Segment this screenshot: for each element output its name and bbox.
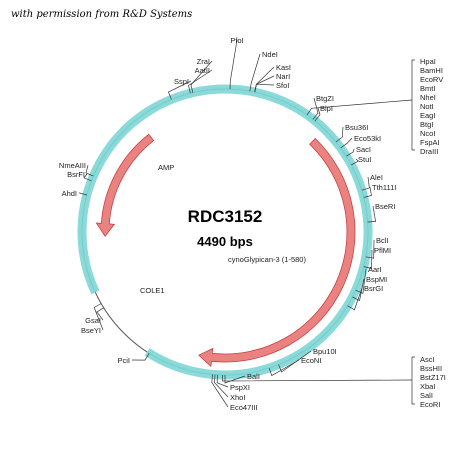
- site-label-saci: SacI: [356, 145, 371, 154]
- site-label-ahdi: AhdI: [62, 189, 77, 198]
- site-label-bali: BalI: [247, 372, 260, 381]
- site-label-ndei: NdeI: [262, 50, 278, 59]
- cole1-feature-band: [77, 84, 373, 380]
- site-label-btgi: BtgI: [420, 120, 433, 129]
- credit-text: with permission from R&D Systems: [11, 9, 193, 20]
- site-label-tth111i: Tth111I: [372, 183, 396, 192]
- site-leader-ahdi: [78, 192, 87, 196]
- site-label-xhoi: XhoI: [230, 393, 245, 402]
- site-label-econi: EcoNI: [301, 356, 321, 365]
- site-label-bsrfi: BsrFI: [67, 170, 85, 179]
- site-label-bseyi: BseYI: [81, 326, 101, 335]
- site-leader-aatii: [188, 69, 213, 94]
- site-leader-bspmi: [352, 278, 365, 302]
- site-leader-bseri: [367, 205, 377, 223]
- site-leader-ndei: [249, 53, 261, 92]
- site-label-ncoi: NcoI: [420, 129, 435, 138]
- site-leader-nmeaiii: [85, 164, 94, 177]
- mcs-bottom-leader: [222, 374, 413, 382]
- plasmid-size: 4490 bps: [197, 234, 253, 249]
- site-leader-tth111i: [363, 186, 372, 198]
- site-leader-bali: [224, 375, 246, 384]
- plasmid-name: RDC3152: [188, 207, 263, 226]
- site-leader-bsrfi: [83, 173, 92, 182]
- site-label-bstz17i: BstZ17I: [420, 373, 446, 382]
- site-label-eagi: EagI: [420, 111, 435, 120]
- site-label-alei: AleI: [370, 173, 383, 182]
- site-label-kasi: KasI: [276, 63, 291, 72]
- site-label-bsrgi: BsrGI: [364, 284, 383, 293]
- site-leader-blpi: [314, 107, 321, 122]
- site-leader-sspi: [167, 80, 192, 100]
- site-label-bsu36i: Bsu36I: [345, 123, 368, 132]
- site-label-asci: AscI: [420, 355, 435, 364]
- mcs-top-bracket: [411, 59, 415, 151]
- site-leader-saci: [346, 148, 355, 157]
- site-label-hpai: HpaI: [420, 57, 436, 66]
- site-leader-alei: [361, 176, 370, 191]
- site-label-bcli: BclI: [376, 236, 389, 245]
- site-leader-zrai: [190, 60, 213, 93]
- site-label-btgzi: BtgZI: [316, 94, 334, 103]
- site-label-pspxi: PspXI: [230, 383, 250, 392]
- site-leader-sfoi: [254, 83, 275, 93]
- site-label-nhei: NheI: [420, 93, 436, 102]
- site-leader-stui: [351, 158, 359, 166]
- site-leader-bpu10i: [278, 350, 312, 373]
- site-label-sfoi: SfoI: [276, 81, 289, 90]
- site-label-sali: SalI: [420, 391, 433, 400]
- site-leader-pfoi: [229, 39, 238, 90]
- site-leader-bsrgi: [347, 287, 363, 311]
- site-leader-bcli: [365, 239, 375, 259]
- site-label-bseri: BseRI: [375, 202, 395, 211]
- site-label-noti: NotI: [420, 102, 434, 111]
- site-leader-pspxi: [216, 374, 229, 388]
- site-label-sspi: SspI: [174, 77, 189, 86]
- amp-feature-arrow: [95, 133, 155, 237]
- site-label-xbai: XbaI: [420, 382, 435, 391]
- mcs-top-leader: [306, 99, 413, 116]
- site-leader-btgzi: [312, 97, 319, 120]
- cynoglypican-label: cynoGlypican-3 (1-580): [228, 255, 306, 264]
- site-leader-eco53ki: [340, 137, 353, 149]
- site-leader-aari: [355, 268, 367, 294]
- site-label-nari: NarI: [276, 72, 290, 81]
- site-leader-pflmi: [363, 249, 373, 269]
- site-label-gsai: GsaI: [85, 316, 101, 325]
- site-label-zrai: ZraI: [197, 57, 210, 66]
- site-label-pcii: PciI: [117, 356, 130, 365]
- site-leader-bsu36i: [335, 126, 344, 143]
- amp-label: AMP: [158, 163, 174, 172]
- site-label-aari: AarI: [368, 265, 382, 274]
- site-label-ecori: EcoRI: [420, 400, 440, 409]
- site-label-bsshii: BssHII: [420, 364, 442, 373]
- site-label-fspai: FspAI: [420, 138, 440, 147]
- site-label-bamhi: BamHI: [420, 66, 443, 75]
- site-label-draiii: DraIII: [420, 147, 438, 156]
- site-label-pfoi: PfoI: [230, 36, 243, 45]
- site-leader-pcii: [131, 353, 150, 361]
- site-label-eco47iii: Eco47III: [230, 403, 258, 412]
- cole1-label: COLE1: [140, 286, 165, 295]
- site-leader-xhoi: [214, 374, 229, 398]
- site-label-pflmi: PflMI: [374, 246, 391, 255]
- site-leader-eco47iii: [211, 374, 229, 408]
- site-label-nmeaiii: NmeAIII: [59, 161, 86, 170]
- site-label-ecorv: EcoRV: [420, 75, 443, 84]
- site-leader-econi: [268, 359, 300, 377]
- site-leader-gsai: [96, 307, 104, 321]
- site-label-blpi: BlpI: [320, 104, 333, 113]
- site-label-bmti: BmtI: [420, 84, 435, 93]
- site-label-aatii: AatII: [195, 66, 210, 75]
- site-label-bpu10i: Bpu10I: [313, 347, 337, 356]
- site-leader-bseyi: [93, 303, 104, 331]
- site-label-eco53ki: Eco53kI: [354, 134, 381, 143]
- site-label-bspmi: BspMI: [366, 275, 387, 284]
- cynoglypican-feature-arrow: [198, 137, 356, 368]
- mcs-bottom-bracket: [411, 356, 415, 405]
- site-label-stui: StuI: [358, 155, 371, 164]
